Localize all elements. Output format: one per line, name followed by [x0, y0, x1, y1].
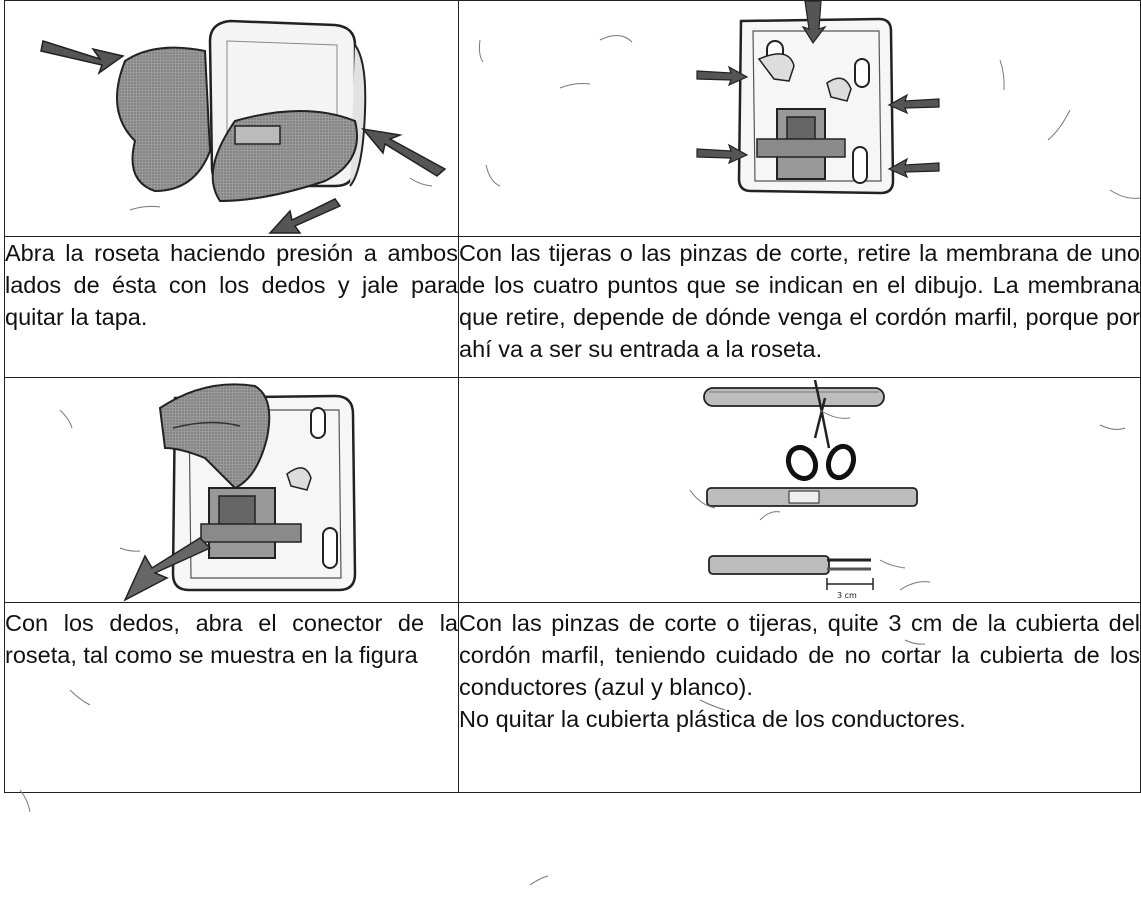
- instruction-text-3: Con los dedos, abra el conector de la ro…: [4, 602, 459, 793]
- table-row: 3 cm: [4, 377, 1141, 603]
- hand-opening-connector-icon: [123, 383, 357, 602]
- figure-cell: [4, 0, 459, 237]
- figure-cell: [458, 0, 1141, 237]
- instruction-text-4a: Con las pinzas de corte o tijeras, quite…: [459, 610, 1140, 700]
- rosette-back-membranes-icon: [696, 1, 940, 195]
- scissors-cutting-cord-icon: 3 cm: [703, 379, 918, 600]
- table-row: Abra la roseta haciendo presión a ambos …: [4, 236, 1141, 378]
- hands-opening-rosette-icon: [40, 19, 447, 234]
- dimension-label: 3 cm: [837, 591, 857, 600]
- figure-cell: 3 cm: [458, 377, 1141, 603]
- table-row: [4, 0, 1141, 237]
- instruction-text-4: Con las pinzas de corte o tijeras, quite…: [458, 602, 1141, 793]
- instruction-text-2: Con las tijeras o las pinzas de corte, r…: [458, 236, 1141, 378]
- instructions-table: Abra la roseta haciendo presión a ambos …: [4, 0, 1141, 793]
- table-row: Con los dedos, abra el conector de la ro…: [4, 602, 1141, 793]
- instruction-text-4b: No quitar la cubierta plástica de los co…: [459, 706, 966, 732]
- instruction-text-1: Abra la roseta haciendo presión a ambos …: [4, 236, 459, 378]
- figure-cell: [4, 377, 459, 603]
